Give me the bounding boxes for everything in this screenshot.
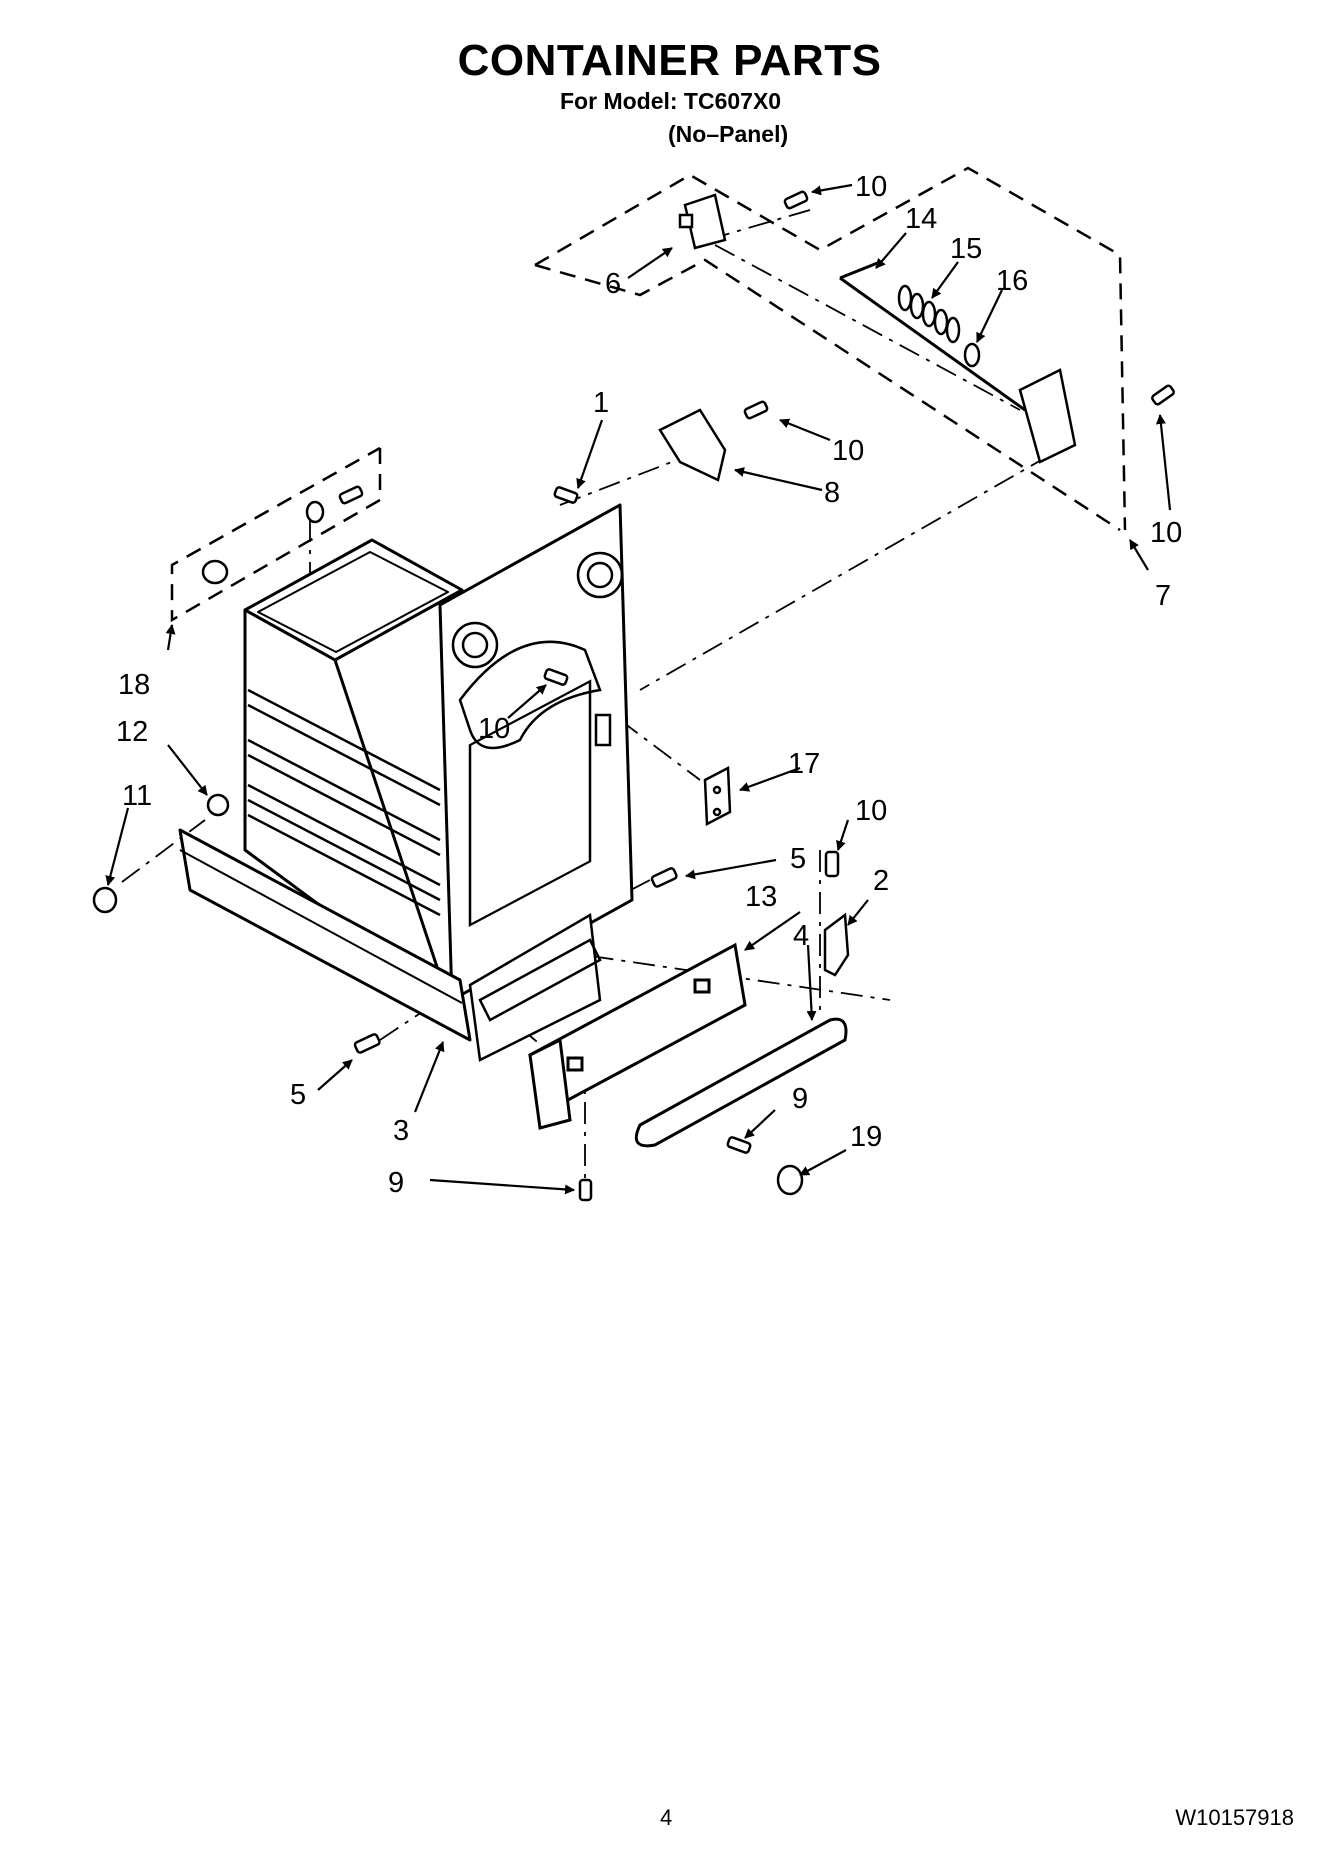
screw-1 <box>553 486 579 504</box>
callout-7: 7 <box>1155 580 1171 612</box>
screw-10-lower <box>824 850 840 878</box>
part-13-slide-panel <box>528 942 747 1130</box>
part-14-rod <box>839 260 1026 412</box>
screw-9-lower <box>578 1178 593 1202</box>
callout-10-inner: 10 <box>478 713 510 745</box>
part-16-washer <box>963 342 981 368</box>
variant-line: (No–Panel) <box>668 121 789 147</box>
callout-1: 1 <box>593 387 609 419</box>
fastener-11 <box>92 886 118 914</box>
screw-5-upper <box>650 867 678 888</box>
screw-5-lower <box>353 1033 381 1054</box>
fasteners <box>92 190 1175 1202</box>
callout-17: 17 <box>788 748 820 780</box>
callout-5-lower: 5 <box>290 1079 306 1111</box>
callout-9-right: 9 <box>792 1083 808 1115</box>
callout-3: 3 <box>393 1115 409 1147</box>
model-line: For Model: TC607X0 <box>560 88 782 114</box>
callout-16: 16 <box>996 265 1028 297</box>
callout-18: 18 <box>118 669 150 701</box>
lower-support-bracket <box>468 912 602 1062</box>
page-title: CONTAINER PARTS <box>457 36 882 85</box>
callout-2: 2 <box>873 865 889 897</box>
screw-10-inner <box>543 668 569 686</box>
washer-18-a <box>305 500 325 524</box>
callout-5-upper: 5 <box>790 843 806 875</box>
callout-10-top: 10 <box>855 171 887 203</box>
screw-10-mid <box>743 400 769 420</box>
latch-assembly-dashed-box <box>534 166 1127 532</box>
left-hardware-dashed-box <box>170 446 382 623</box>
knob-18 <box>201 559 229 585</box>
callout-6: 6 <box>605 268 621 300</box>
callout-15: 15 <box>950 233 982 265</box>
callout-10-mid: 10 <box>832 435 864 467</box>
container-back-panel-details <box>451 551 624 928</box>
page-number: 4 <box>660 1805 673 1830</box>
callout-11: 11 <box>122 780 152 812</box>
document-number: W10157918 <box>1175 1805 1294 1830</box>
part-6-clip <box>678 193 727 250</box>
part-4-handle-bar <box>634 1017 848 1148</box>
leader-arrows <box>105 183 1172 1195</box>
part-2-latch <box>823 912 850 977</box>
container-ribs <box>247 688 441 917</box>
screw-10-top <box>783 190 809 210</box>
part-15-spring <box>897 284 961 344</box>
callout-9-lower: 9 <box>388 1167 404 1199</box>
callout-10-right: 10 <box>1150 517 1182 549</box>
callout-labels: 10 14 15 16 6 1 10 8 10 7 10 17 10 5 2 1… <box>116 171 1182 1199</box>
callout-14: 14 <box>905 203 937 235</box>
callout-12: 12 <box>116 716 148 748</box>
callout-13: 13 <box>745 881 777 913</box>
part-8-upper-bracket <box>658 408 727 482</box>
part-17-hinge-bracket <box>703 765 732 827</box>
callout-8: 8 <box>824 477 840 509</box>
screw-9-right <box>726 1136 752 1154</box>
callout-10-lower: 10 <box>855 795 887 827</box>
callout-4: 4 <box>793 920 809 952</box>
screw-18-b <box>338 485 364 505</box>
screw-10-right <box>1151 384 1175 406</box>
latch-plate <box>1018 368 1077 464</box>
callout-19: 19 <box>850 1121 882 1153</box>
washer-19 <box>776 1164 804 1196</box>
nut-12 <box>206 793 230 817</box>
